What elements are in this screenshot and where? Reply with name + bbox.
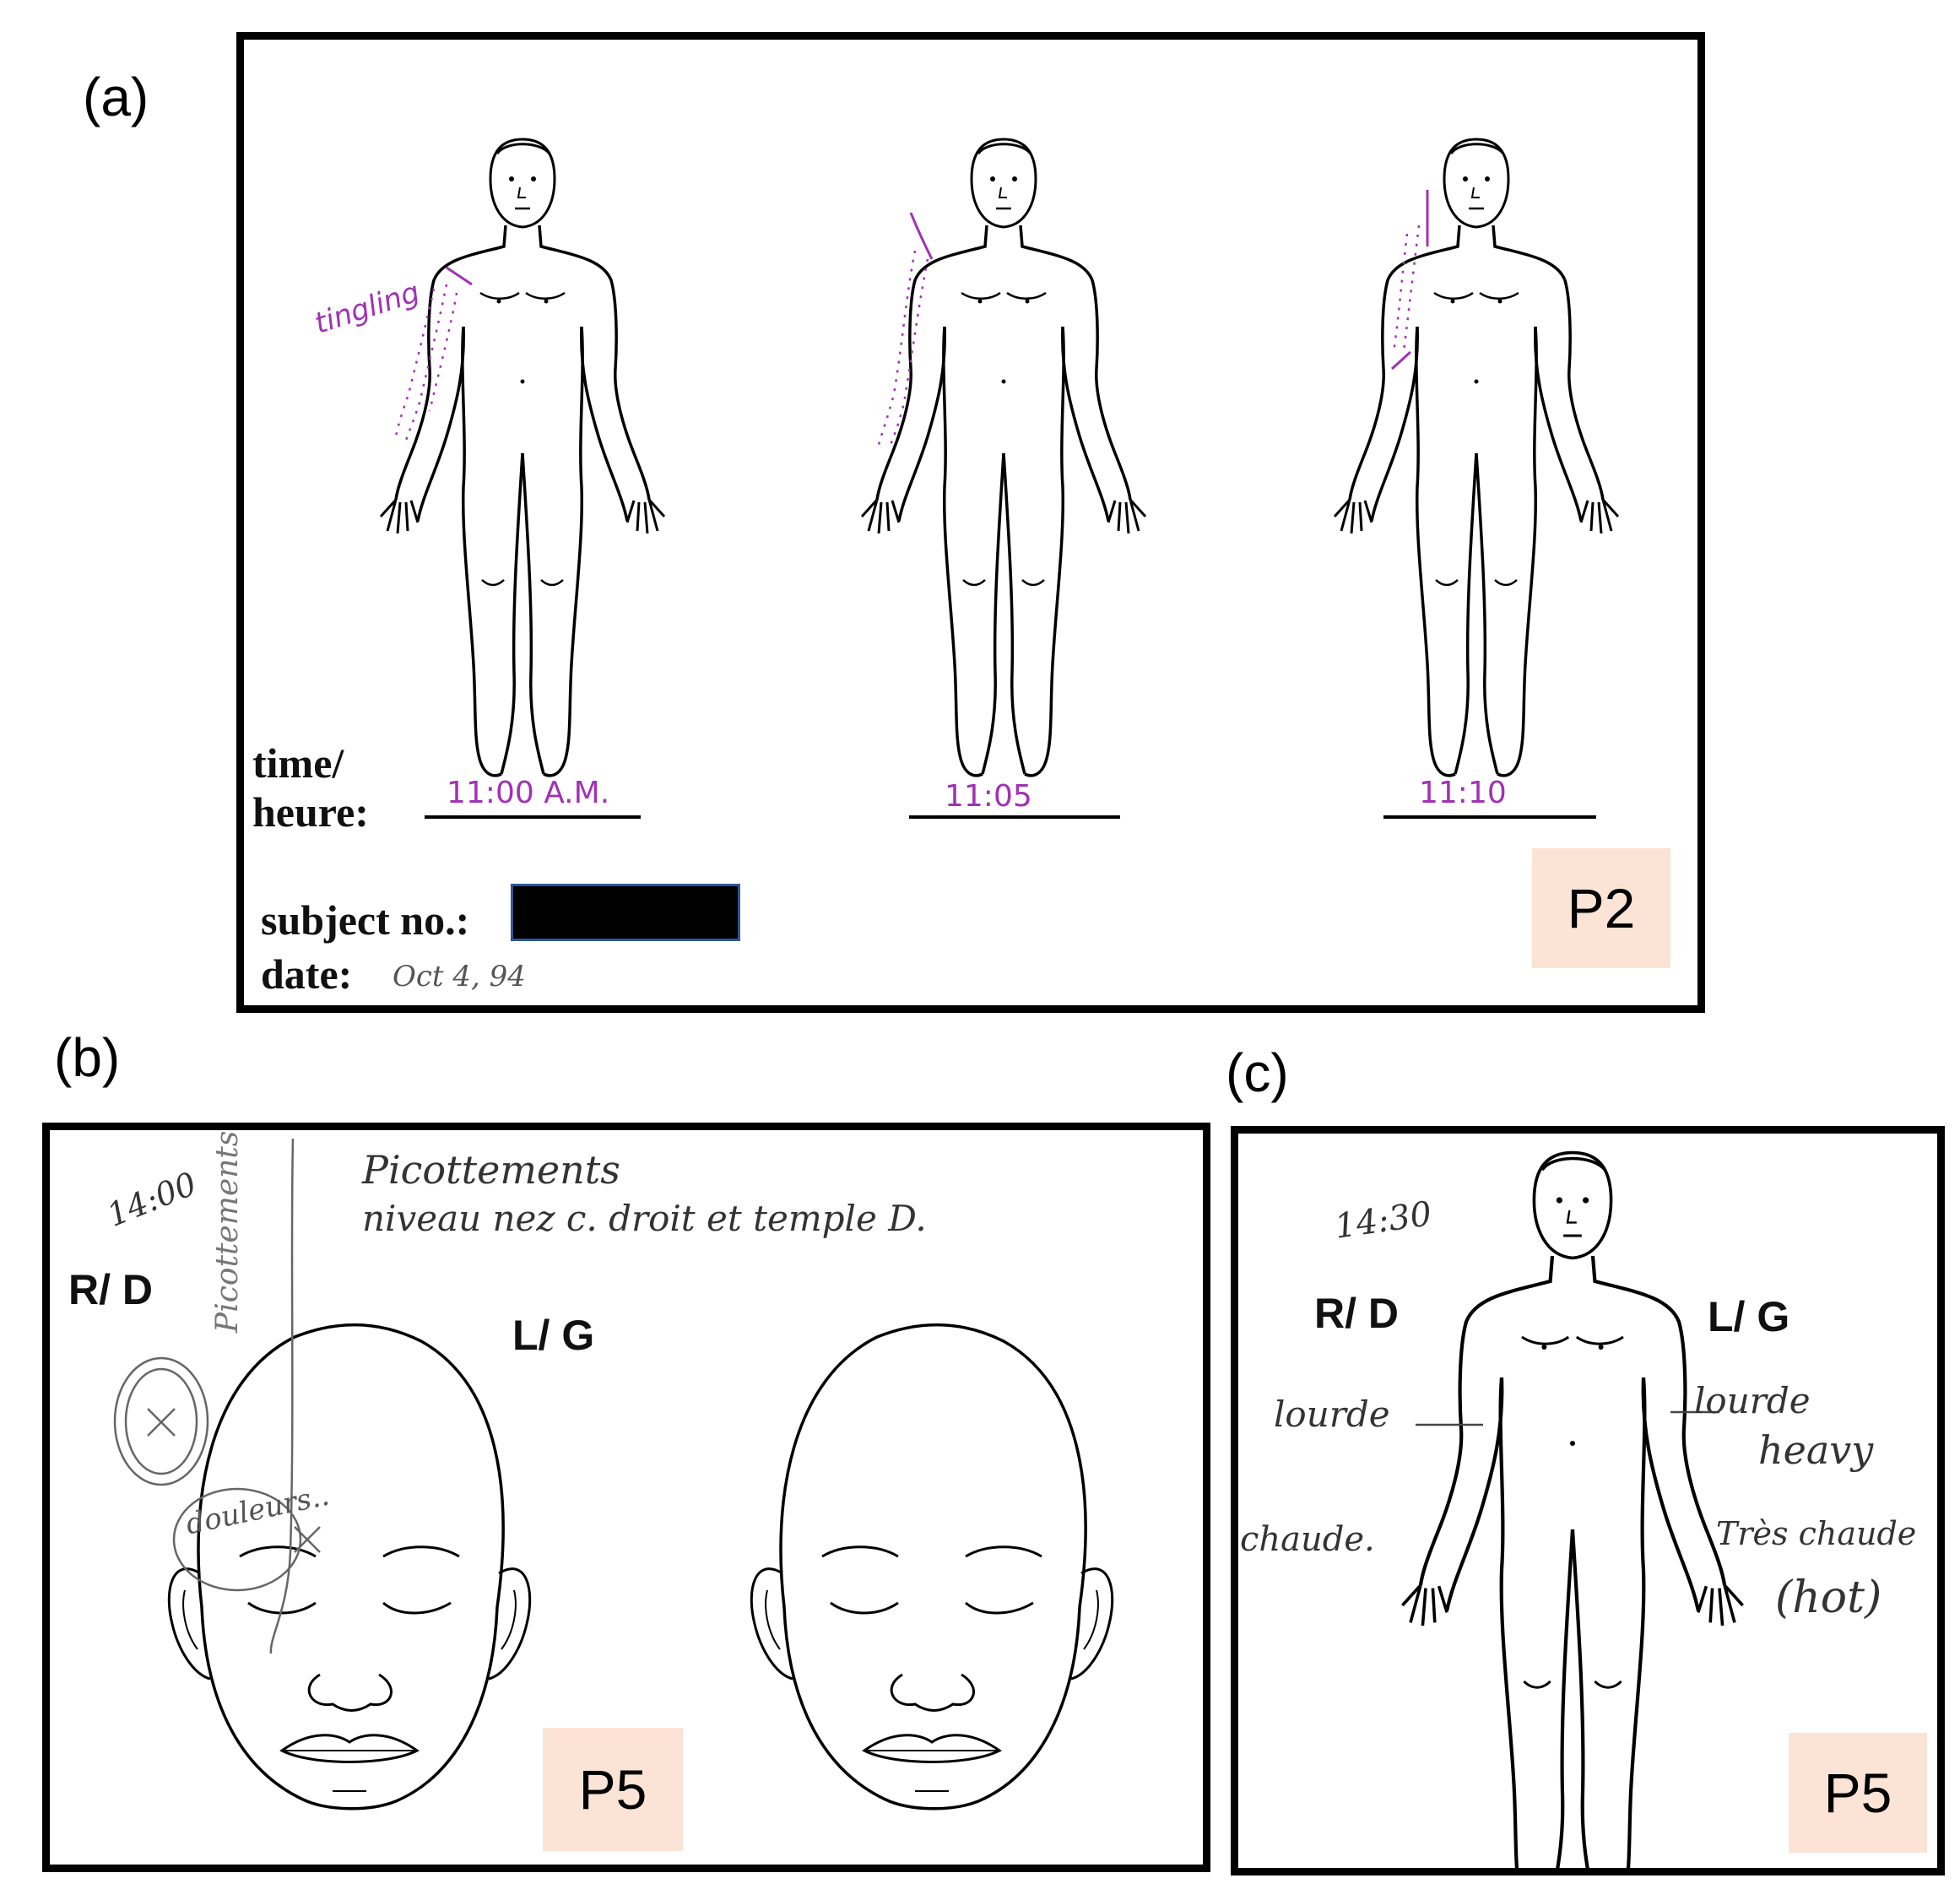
panel-b-note-line1: Picottements xyxy=(362,1147,620,1193)
date-value: Oct 4, 94 xyxy=(393,960,526,993)
head-figure-1 xyxy=(167,1323,532,1811)
date-label: date: xyxy=(261,950,353,998)
subject-label: subject no.: xyxy=(261,896,470,944)
panel-a-frame: tingling time/ heure: 11:00 A.M. 11:05 1… xyxy=(236,32,1705,1013)
participant-badge-p5-c: P5 xyxy=(1789,1733,1927,1853)
panel-b-frame: 14:00 Picottements niveau nez c. droit e… xyxy=(42,1123,1210,1872)
body-figure-1 xyxy=(379,138,666,777)
panel-a-letter: (a) xyxy=(83,67,149,127)
body-figure-c xyxy=(1402,1153,1742,1868)
tingling-region-1 xyxy=(394,284,458,441)
panel-c-frame: 14:30 R/ D L/ G lourde chaude. lourde he… xyxy=(1231,1126,1945,1875)
right-note-lourde: lourde xyxy=(1274,1394,1390,1435)
time-label-line1: time/ xyxy=(252,739,344,787)
body-figure-3 xyxy=(1333,138,1620,777)
tingling-region-2 xyxy=(877,250,929,446)
pain-markings xyxy=(113,1138,321,1654)
panel-b-left-label: L/ G xyxy=(512,1312,595,1359)
panel-b-head-figures xyxy=(113,1138,1114,1811)
panel-b-vertical-note: Picottements xyxy=(210,1130,245,1333)
left-note-hot: (hot) xyxy=(1775,1572,1882,1623)
body-figure-2 xyxy=(860,138,1147,777)
time-label-line2: heure: xyxy=(252,788,369,836)
time-value-1: 11:00 A.M. xyxy=(447,776,610,810)
redacted-subject-number xyxy=(511,884,740,941)
panel-b-note-line2: niveau nez c. droit et temple D. xyxy=(362,1198,927,1239)
left-note-lourde: lourde xyxy=(1694,1380,1811,1421)
panel-b-letter: (b) xyxy=(54,1027,121,1088)
panel-a-body-figures xyxy=(379,138,1620,819)
time-value-3: 11:10 xyxy=(1419,776,1507,810)
panel-b-right-label: R/ D xyxy=(68,1266,153,1313)
participant-badge-p5-b: P5 xyxy=(543,1728,683,1851)
head-figure-2 xyxy=(750,1323,1114,1811)
panel-c-body-figure xyxy=(1238,1134,1937,1868)
left-note-heavy: heavy xyxy=(1758,1427,1874,1473)
panel-c-left-label: L/ G xyxy=(1708,1293,1790,1340)
participant-badge-p2: P2 xyxy=(1532,848,1670,968)
panel-c-letter: (c) xyxy=(1226,1042,1289,1103)
left-note-tres-chaude: Très chaude xyxy=(1716,1515,1917,1552)
panel-c-right-label: R/ D xyxy=(1314,1290,1399,1337)
time-value-2: 11:05 xyxy=(945,779,1032,814)
right-note-chaude: chaude. xyxy=(1240,1520,1375,1559)
tingling-region-3 xyxy=(1392,225,1421,353)
